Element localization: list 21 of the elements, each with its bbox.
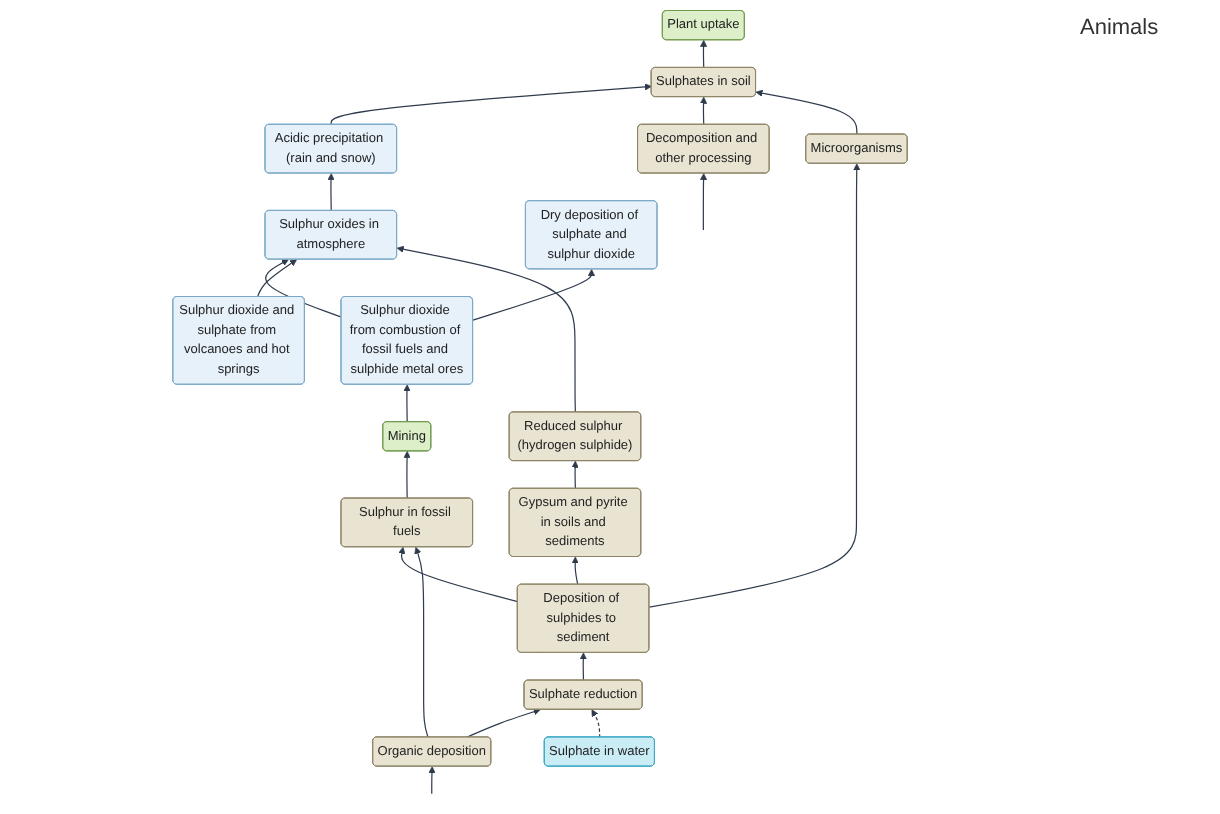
arrow — [256, 259, 298, 298]
arrow — [396, 245, 576, 413]
arrow — [700, 39, 708, 69]
arrow — [403, 384, 411, 423]
arrow — [648, 163, 861, 608]
arrow — [571, 460, 579, 490]
arrow — [700, 96, 708, 126]
scene-label: Animals — [1080, 16, 1161, 40]
arrow — [579, 652, 587, 681]
arrow — [330, 83, 652, 126]
arrow — [428, 766, 436, 795]
arrow — [571, 556, 579, 586]
arrow — [755, 89, 858, 135]
arrow — [414, 546, 429, 738]
arrow — [466, 708, 541, 738]
arrow — [472, 268, 595, 321]
arrow — [403, 450, 411, 500]
arrow — [398, 546, 519, 603]
arrow — [327, 173, 335, 212]
arrow — [700, 173, 708, 231]
arrow — [591, 709, 601, 738]
